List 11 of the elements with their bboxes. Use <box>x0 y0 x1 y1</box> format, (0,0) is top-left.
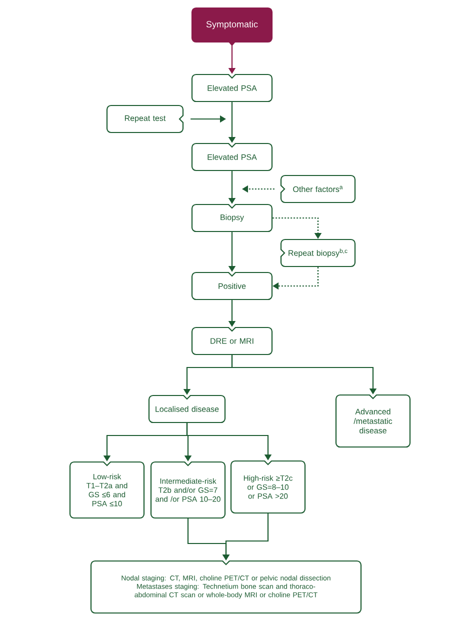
process-box: Localised disease <box>148 394 226 424</box>
process-box: Elevated PSA <box>191 142 273 172</box>
side-box: Repeat biopsy$^{b,c}$ <box>280 238 356 268</box>
side-box: Repeat test <box>106 104 184 134</box>
start-box: Symptomatic <box>191 7 273 46</box>
side-box: Other factors$^{a}$ <box>280 174 356 204</box>
process-box: Elevated PSA <box>191 74 273 102</box>
process-box: Biopsy <box>191 204 273 232</box>
process-box: Positive <box>191 272 273 300</box>
process-box: DRE or MRI <box>191 326 273 356</box>
process-box: Advanced /metastatic disease <box>335 394 411 448</box>
